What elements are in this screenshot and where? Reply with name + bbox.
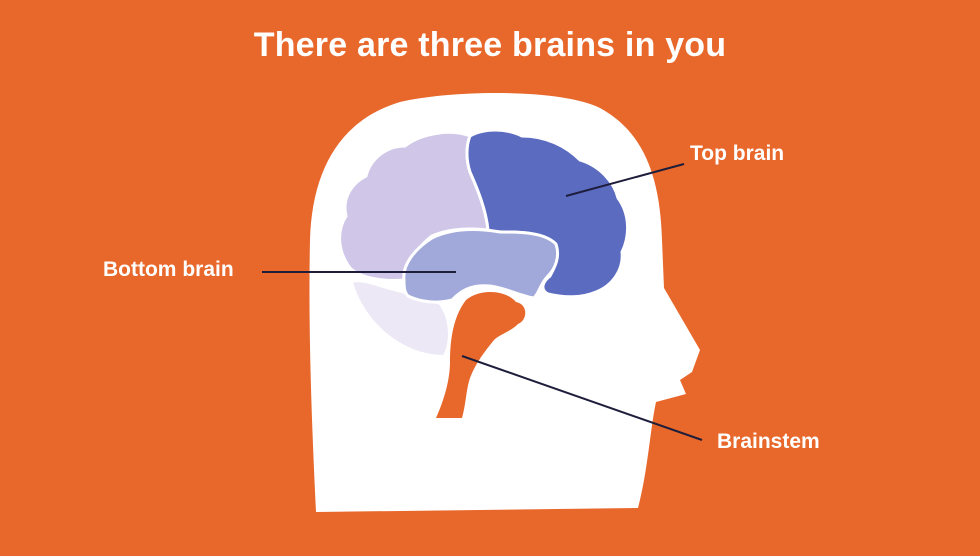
brainstem-leader-line — [461, 355, 703, 441]
top-brain-label: Top brain — [690, 142, 785, 165]
brainstem-label: Brainstem — [717, 430, 820, 453]
bottom-brain-label: Bottom brain — [103, 258, 234, 281]
bottom-brain-region — [402, 228, 560, 304]
diagram-title: There are three brains in you — [253, 26, 727, 64]
brainstem-region — [436, 291, 526, 418]
top-brain-leader-line — [565, 163, 685, 197]
